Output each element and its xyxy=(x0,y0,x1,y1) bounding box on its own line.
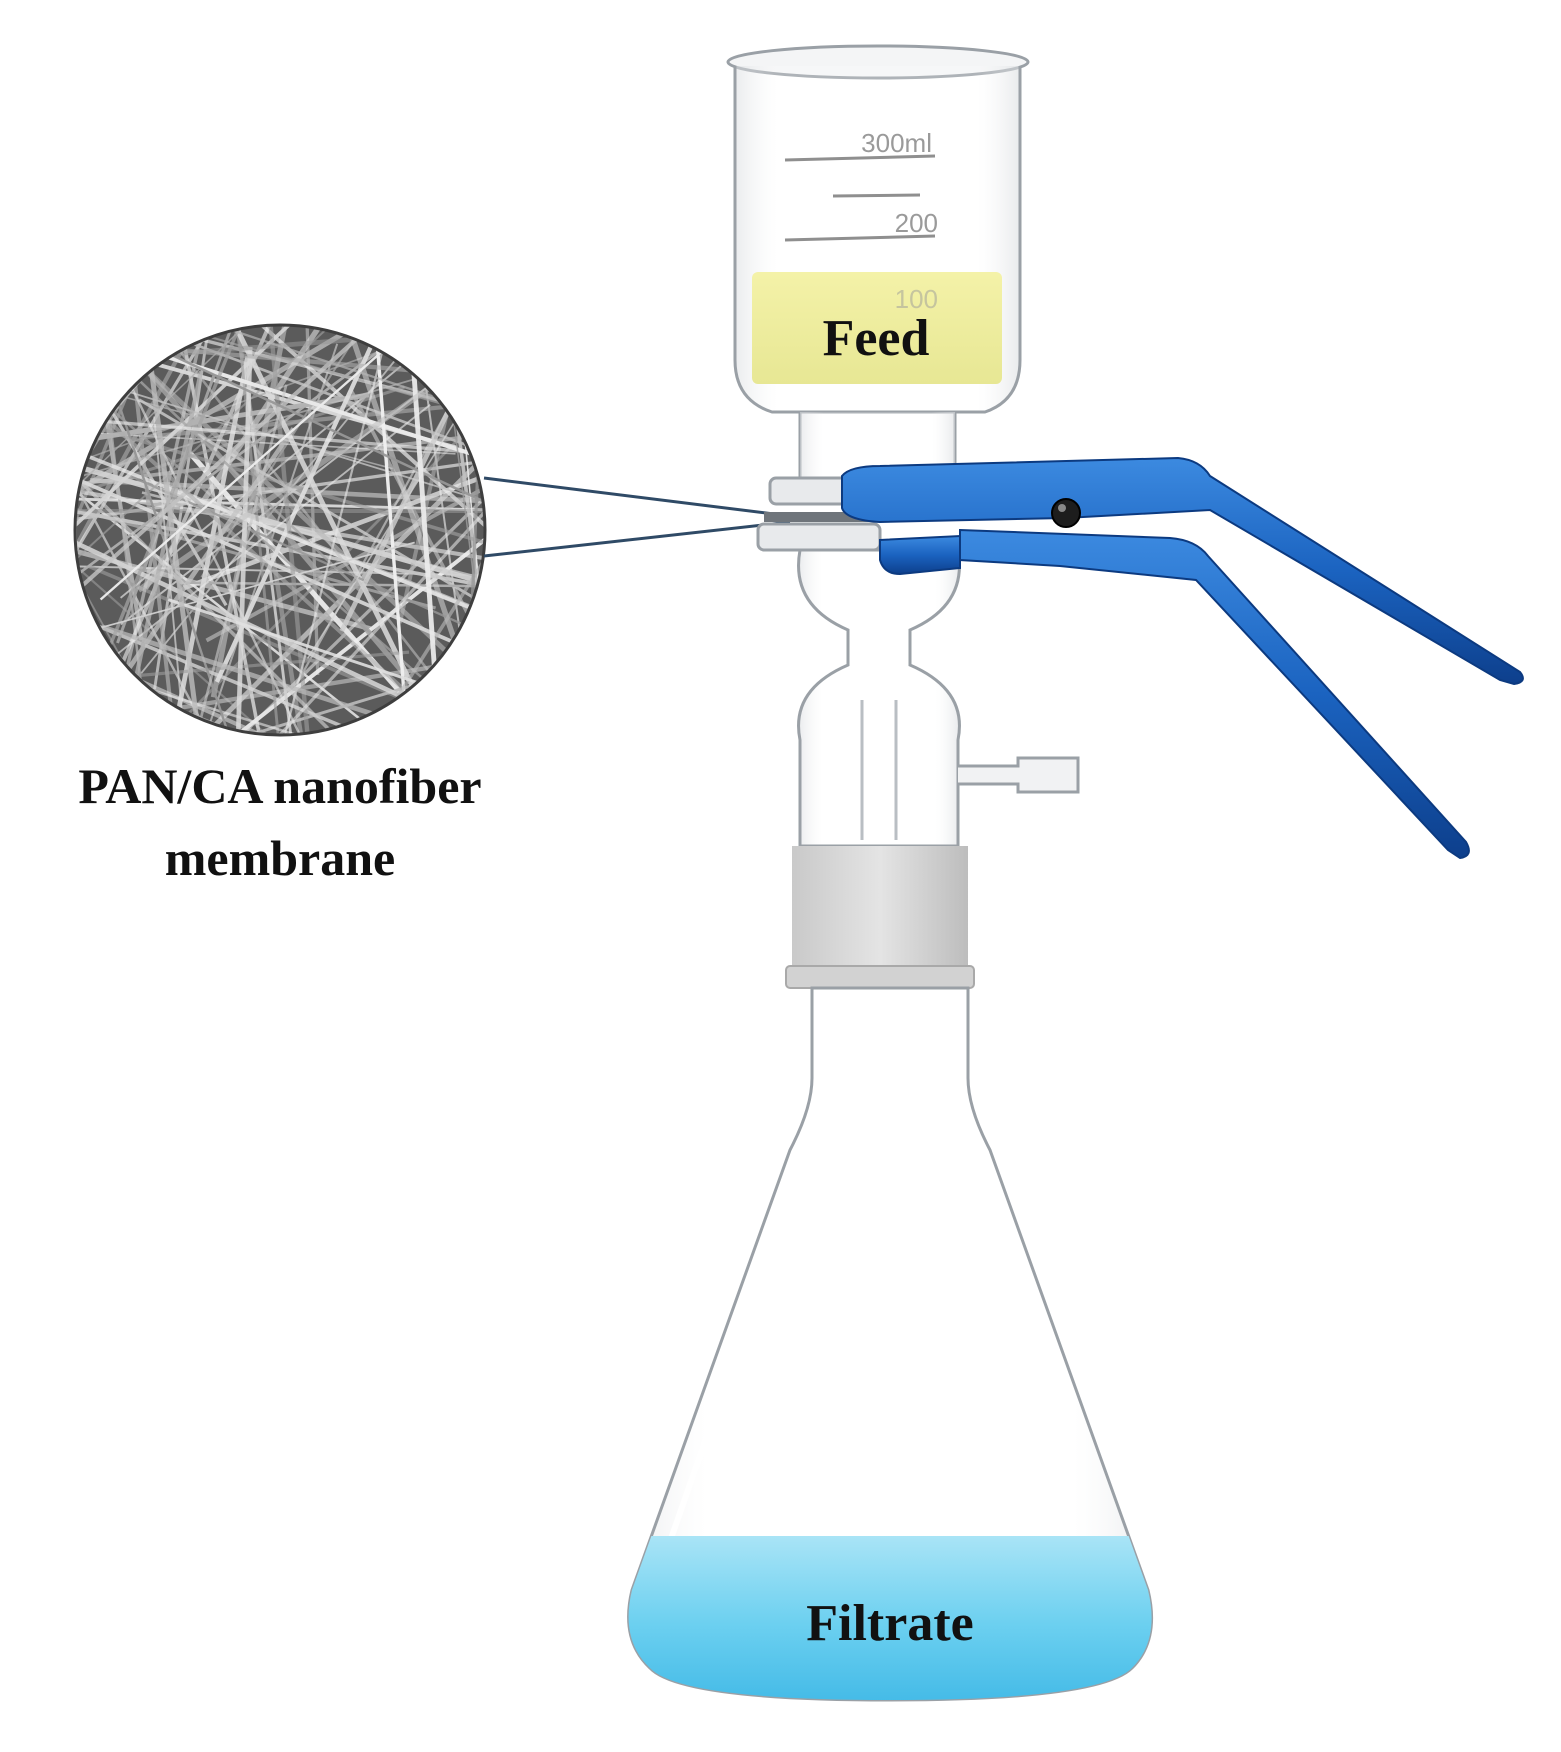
nanofiber-strand xyxy=(75,325,144,641)
nanofiber-strand xyxy=(75,556,485,735)
nanofiber-strand xyxy=(75,351,309,735)
leader-line-bottom xyxy=(483,520,791,558)
nanofiber-strand xyxy=(153,416,216,735)
nanofiber-strand xyxy=(94,325,378,735)
nanofiber-strand xyxy=(143,325,485,590)
filter-flask: Filtrate xyxy=(627,986,1154,1702)
nanofiber-strand xyxy=(75,500,485,735)
graduation-label-300: 300ml xyxy=(861,128,932,158)
clamp-lower-handle xyxy=(959,528,1470,860)
nanofiber-strand xyxy=(75,541,415,712)
nanofiber-strand xyxy=(75,603,485,735)
filter-base xyxy=(785,548,1080,989)
joint-collar xyxy=(785,965,975,989)
graduation-line xyxy=(784,234,936,242)
filtrate-liquid xyxy=(628,1536,1152,1700)
filter-funnel: 300ml 200 100 Feed xyxy=(726,44,1030,478)
nanofiber-strand xyxy=(75,325,81,735)
nanofiber-strand xyxy=(75,455,479,735)
nanofiber-strand xyxy=(205,329,485,643)
nanofiber-strand xyxy=(264,325,426,735)
graduation-line xyxy=(784,154,936,162)
nanofiber-strand xyxy=(452,325,485,735)
nanofiber-strand xyxy=(79,327,485,527)
nanofiber-strand xyxy=(145,369,485,735)
nanofiber-strand xyxy=(77,325,221,735)
pinch-clamp xyxy=(841,456,1524,860)
nanofiber-strand xyxy=(75,404,431,735)
nanofiber-strand xyxy=(99,325,485,601)
clamp-lower-jaw xyxy=(879,534,961,576)
nanofiber-strand xyxy=(128,339,203,735)
nanofiber-strand xyxy=(149,325,485,658)
support-bulb xyxy=(797,548,961,848)
membrane-layer xyxy=(764,512,880,522)
feed-label: Feed xyxy=(823,310,930,367)
nanofiber-strand xyxy=(75,436,437,610)
nanofiber-strand xyxy=(103,325,485,599)
nanofiber-strand xyxy=(75,325,450,654)
sem-border xyxy=(73,323,487,737)
vacuum-sidearm xyxy=(958,756,1080,794)
nanofiber-strand xyxy=(451,422,482,735)
feed-liquid xyxy=(752,272,1002,384)
nanofiber-strand xyxy=(111,325,200,724)
nanofiber-strand xyxy=(75,325,485,628)
nanofiber-strand xyxy=(227,346,253,735)
pin-highlight xyxy=(1058,504,1066,512)
nanofiber-strand xyxy=(75,510,351,735)
graduation-label-100: 100 xyxy=(895,284,938,314)
clamp-upper-handle xyxy=(841,456,1524,686)
filtrate-label: Filtrate xyxy=(806,1595,973,1652)
nanofiber-strand xyxy=(357,325,410,735)
nanofiber-strand xyxy=(265,325,328,735)
nanofiber-strand xyxy=(75,325,383,681)
flask-highlight xyxy=(657,1169,803,1571)
leader-line-top xyxy=(483,476,791,518)
nanofiber-strand xyxy=(220,325,286,735)
nanofiber-strand xyxy=(125,384,288,735)
nanofiber-strand xyxy=(75,325,485,460)
nanofiber-strand xyxy=(75,408,485,590)
nanofiber-strand xyxy=(75,333,255,735)
nanofiber-strand xyxy=(208,325,485,735)
lower-flange xyxy=(756,522,882,552)
ground-glass-joint xyxy=(792,846,968,980)
nanofiber-strand xyxy=(75,325,485,505)
graduation-label-200: 200 xyxy=(895,208,938,238)
nanofiber-strand xyxy=(75,325,411,625)
nanofiber-strand xyxy=(75,325,347,656)
membrane-label-line2: membrane xyxy=(165,830,396,886)
membrane-label-line1: PAN/CA nanofiber xyxy=(78,758,481,814)
graduation-line xyxy=(832,193,921,198)
nanofiber-strand xyxy=(75,325,348,735)
nanofiber-strand xyxy=(140,325,485,674)
leader-lines xyxy=(483,476,791,558)
nanofiber-strand xyxy=(137,325,485,593)
clamp-pivot-pin xyxy=(1051,498,1081,528)
nanofiber-strand xyxy=(75,462,372,632)
